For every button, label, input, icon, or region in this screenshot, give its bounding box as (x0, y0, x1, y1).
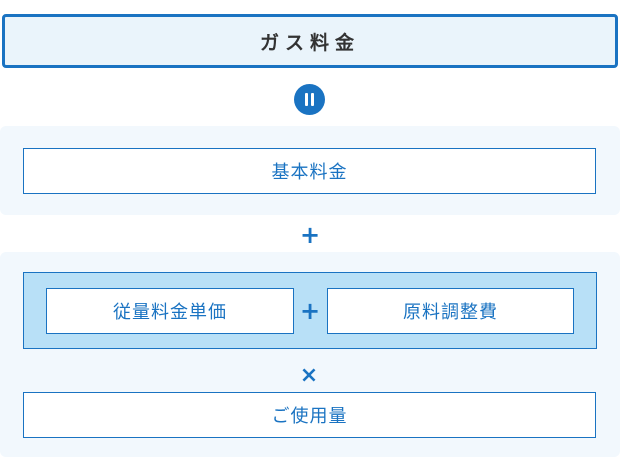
equals-bar-right (311, 93, 314, 106)
base-charge-box: 基本料金 (23, 148, 596, 194)
adjustment-fee-label: 原料調整費 (403, 302, 498, 323)
usage-box: ご使用量 (23, 392, 596, 438)
times-operator-label: × (299, 362, 319, 388)
usage-label: ご使用量 (271, 406, 348, 427)
title-text: ガス料金 (259, 31, 360, 54)
times-operator: × (292, 360, 326, 390)
unit-price-label: 従量料金単価 (113, 302, 227, 323)
plus-operator-inner: + (295, 296, 325, 326)
plus-operator-label: + (299, 221, 321, 249)
plus-operator: + (295, 220, 325, 250)
equals-icon (294, 84, 325, 115)
adjustment-fee-box: 原料調整費 (327, 288, 574, 334)
base-charge-label: 基本料金 (271, 162, 348, 183)
unit-price-box: 従量料金単価 (46, 288, 294, 334)
title-box: ガス料金 (2, 14, 618, 68)
equals-bar-left (305, 93, 308, 106)
plus-operator-inner-label: + (299, 297, 321, 325)
